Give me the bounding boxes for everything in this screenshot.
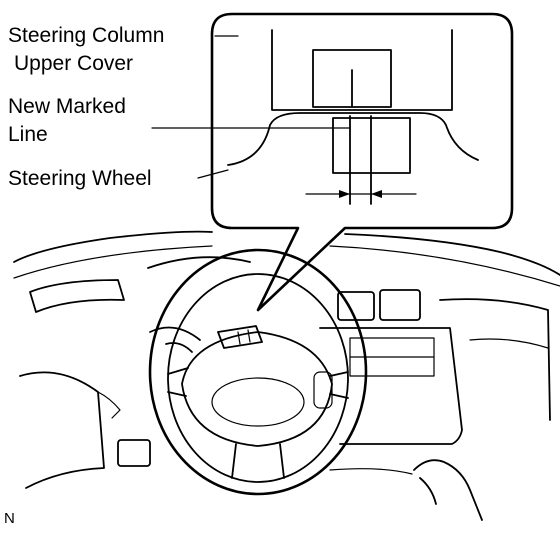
label-new-marked-line1: New Marked: [8, 95, 126, 118]
cluster-hood: [147, 256, 251, 269]
upper-cover-outline: [271, 29, 453, 111]
left-air-vent: [29, 279, 125, 313]
label-line-line2: Line: [8, 123, 48, 146]
left-control-stalk: [97, 391, 121, 419]
right-spoke: [329, 371, 349, 399]
label-steering-wheel: Steering Wheel: [8, 167, 152, 190]
center-stack: [319, 327, 463, 445]
left-knee-panel: [19, 371, 105, 489]
figure-code: N: [4, 510, 15, 527]
glovebox-line: [469, 338, 549, 349]
wheel-rim-detail: [227, 112, 479, 166]
bottom-spoke: [231, 443, 285, 479]
horn-pad: [211, 377, 305, 427]
spoke-switch-right: [313, 371, 333, 409]
left-spoke: [167, 367, 189, 397]
dashboard-top-edge-right: [344, 233, 560, 276]
steering-wheel-hub: [181, 331, 333, 447]
label-upper-cover-line2: Upper Cover: [14, 52, 133, 75]
dashboard-inner-edge-right: [329, 245, 560, 287]
callout-box: [210, 12, 514, 312]
offset-arrow-right: [371, 190, 382, 198]
steering-column: [149, 326, 201, 353]
console-edge: [329, 468, 413, 475]
right-dash-contour: [439, 298, 551, 421]
label-steering-column-line1: Steering Column: [8, 24, 164, 47]
dashboard-top-edge: [13, 230, 213, 263]
lower-left-switch: [117, 439, 151, 467]
gear-shift-hand: [413, 459, 483, 521]
offset-arrow-left: [339, 190, 350, 198]
dashboard-inner-edge: [13, 245, 213, 279]
leader-steering-wheel: [197, 169, 229, 179]
steering-wheel-rim-inner: [167, 273, 349, 483]
center-vent-right: [379, 289, 421, 321]
center-vent-left: [337, 291, 375, 321]
steering-wheel-rim: [148, 248, 368, 496]
wheel-top-mark-plate: [217, 325, 263, 349]
wheel-top-mark-tick: [237, 329, 251, 345]
